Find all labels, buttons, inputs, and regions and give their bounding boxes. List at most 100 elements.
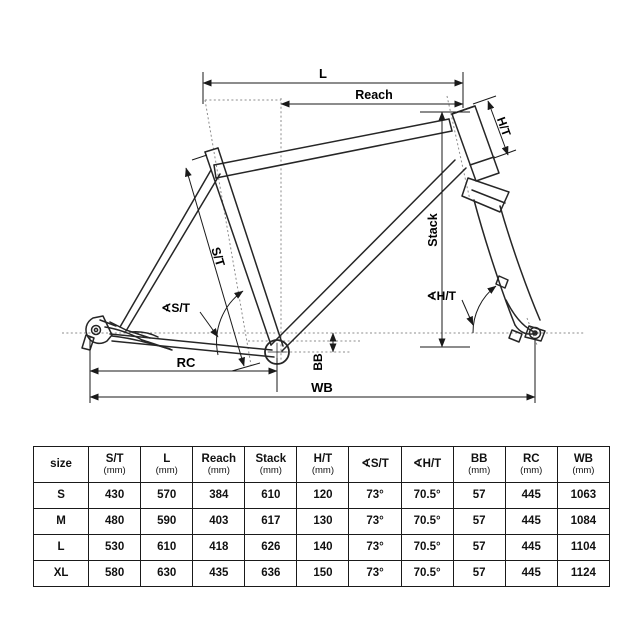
rear-stay-tip xyxy=(141,339,173,351)
rear-brake-detail xyxy=(129,331,159,338)
top-tube xyxy=(213,118,450,166)
table-header-unit: (mm) xyxy=(155,464,178,476)
table-cell: 150 xyxy=(296,560,350,587)
down-tube xyxy=(270,159,456,346)
label-wb: WB xyxy=(311,380,333,395)
table-cell: 445 xyxy=(504,508,558,535)
table-header-cell-l: L(mm) xyxy=(140,446,194,483)
seat-tube-right-edge xyxy=(217,147,284,347)
table-header-cell-bb: BB(mm) xyxy=(452,446,506,483)
fork-crown xyxy=(461,177,510,213)
label-ht: H/T xyxy=(494,115,514,139)
seat-tube-top-cap xyxy=(204,147,219,153)
table-cell: 445 xyxy=(504,534,558,561)
table-cell: 70.5° xyxy=(400,560,454,587)
table-cell: 1124 xyxy=(556,560,611,587)
ht-extension-top xyxy=(472,95,497,105)
fork-crown-detail xyxy=(471,189,506,204)
table-header-unit: (mm) xyxy=(572,464,595,476)
fork-lower-tab xyxy=(508,329,523,343)
st-extension-bottom xyxy=(231,362,261,372)
rear-derailleur-hanger xyxy=(104,326,143,341)
rear-dropout-detail xyxy=(109,321,151,339)
table-cell: 1063 xyxy=(556,482,611,509)
table-header-cell-rc: RC(mm) xyxy=(504,446,558,483)
table-cell: 636 xyxy=(244,560,298,587)
table-cell: 480 xyxy=(88,508,142,535)
table-cell: 610 xyxy=(244,482,298,509)
table-cell: 73° xyxy=(348,560,402,587)
table-header-unit: (mm) xyxy=(207,464,230,476)
table-cell: 120 xyxy=(296,482,350,509)
st-dimension-line xyxy=(185,167,245,367)
table-cell: 70.5° xyxy=(400,508,454,535)
dimension-wb xyxy=(89,336,536,403)
angle-ht-leader xyxy=(461,299,474,326)
label-stack: Stack xyxy=(426,213,440,246)
head-tube-top-ring xyxy=(451,105,476,115)
top-tube-headtube-joint xyxy=(448,118,453,132)
table-cell-size: M xyxy=(32,508,90,535)
head-tube-bottom-ring xyxy=(469,156,495,166)
label-reach: Reach xyxy=(355,88,393,102)
table-cell: 70.5° xyxy=(400,482,454,509)
table-cell: 617 xyxy=(244,508,298,535)
dimension-ht xyxy=(472,95,517,159)
table-cell: 590 xyxy=(140,508,194,535)
fork-blade-curve-lower xyxy=(514,324,538,335)
table-cell: 570 xyxy=(140,482,194,509)
angle-st-leader xyxy=(199,311,219,338)
table-cell: 445 xyxy=(504,482,558,509)
table-cell: 430 xyxy=(88,482,142,509)
angle-ht-arc xyxy=(472,285,497,334)
table-cell: 73° xyxy=(348,482,402,509)
table-cell: 1104 xyxy=(556,534,611,561)
seattube-extension-guide xyxy=(204,99,252,366)
table-cell: 130 xyxy=(296,508,350,535)
table-header-cell-size: size xyxy=(32,446,90,483)
ht-extension-bottom xyxy=(493,149,517,159)
table-cell: 445 xyxy=(504,560,558,587)
rear-dropout-body xyxy=(85,315,113,345)
table-cell-size: XL xyxy=(32,560,90,587)
table-cell: 630 xyxy=(140,560,194,587)
table-header-unit: (mm) xyxy=(468,464,491,476)
table-cell: 73° xyxy=(348,508,402,535)
label-angle-st: ∢S/T xyxy=(161,301,190,315)
angle-ht xyxy=(461,285,497,334)
table-cell: 57 xyxy=(452,560,506,587)
fork-blade-left xyxy=(473,199,516,326)
table-header-unit: (mm) xyxy=(311,464,335,476)
angle-st-arc xyxy=(216,290,244,356)
st-extension-top xyxy=(191,154,208,161)
rear-axle-center xyxy=(93,327,99,333)
ht-dimension-line xyxy=(487,100,509,156)
table-header-cell-wb: WB(mm) xyxy=(556,446,611,483)
table-cell: 140 xyxy=(296,534,350,561)
label-l: L xyxy=(319,66,327,81)
head-tube xyxy=(451,105,500,182)
table-cell: 70.5° xyxy=(400,534,454,561)
table-header-cell-s-t: ∢S/T xyxy=(348,446,402,483)
seatstay-bridge xyxy=(99,319,117,327)
table-cell: 418 xyxy=(192,534,246,561)
frame-artwork xyxy=(81,105,546,365)
table-cell: 1084 xyxy=(556,508,611,535)
table-header-cell-h-t: ∢H/T xyxy=(400,446,454,483)
rear-axle xyxy=(90,324,102,336)
front-axle-center xyxy=(532,330,538,336)
table-header-unit: (mm) xyxy=(103,464,126,476)
table-header-cell-reach: Reach(mm) xyxy=(192,446,246,483)
table-header-cell-s-t: S/T(mm) xyxy=(88,446,142,483)
table-cell-size: L xyxy=(32,534,90,561)
down-tube-lower-edge xyxy=(281,167,467,352)
table-header-cell-stack: Stack(mm) xyxy=(244,446,298,483)
table-cell: 610 xyxy=(140,534,194,561)
table-cell: 580 xyxy=(88,560,142,587)
label-angle-ht: ∢H/T xyxy=(427,289,457,303)
